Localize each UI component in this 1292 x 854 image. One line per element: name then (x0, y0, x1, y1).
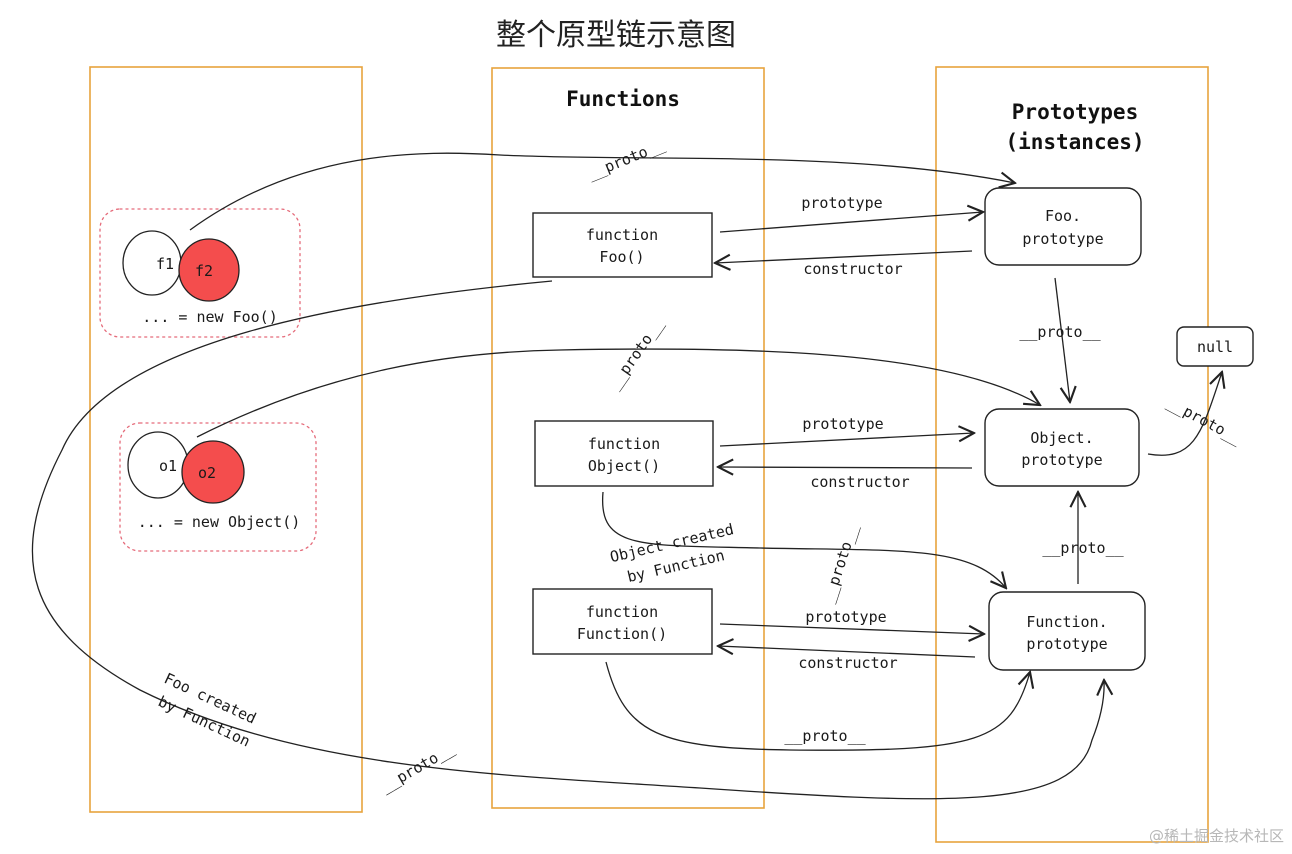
foo-prototype-proto-arrow (1054, 277, 1070, 402)
instances-column (89, 66, 363, 813)
function-object-line2: Object() (588, 457, 660, 475)
object-instances-group (119, 422, 317, 552)
foo-instances-group (99, 208, 301, 338)
f2-label: f2 (195, 262, 213, 280)
object-function-proto-label: __proto__ (819, 521, 862, 605)
null-box (1176, 326, 1254, 367)
foo-prototype-line2: prototype (1022, 230, 1103, 248)
object-prototype-proto-label: __proto__ (1164, 394, 1245, 449)
functions-column (491, 67, 765, 809)
foo-constructor-label: constructor (803, 260, 902, 278)
foo-prototype-box (984, 187, 1142, 266)
function-prototype-label: prototype (805, 608, 886, 626)
object-prototype-line2: prototype (1021, 451, 1102, 469)
foo-function-proto-label: __proto__ (378, 739, 458, 796)
o2-circle (181, 440, 245, 504)
prototypes-heading-line2: (instances) (1005, 130, 1144, 154)
foo-created-by-function-arrow (31, 280, 1104, 800)
function-function-box (532, 588, 713, 655)
function-object-line1: function (588, 435, 660, 453)
object-created-by-function-arrow (601, 491, 1006, 588)
null-label: null (1197, 338, 1233, 356)
function-prototype-proto-label: __proto__ (1042, 539, 1124, 557)
function-prototype-box (988, 591, 1146, 671)
foo-constructor-arrow (715, 250, 973, 263)
object-constructor-label: constructor (810, 473, 909, 491)
function-constructor-arrow (718, 646, 976, 658)
o1-label: o1 (159, 457, 177, 475)
f2-circle (178, 238, 240, 302)
o-proto-label: __proto__ (605, 315, 667, 393)
f-proto-label: __proto__ (585, 135, 668, 182)
o2-label: o2 (198, 464, 216, 482)
foo-prototype-label: prototype (801, 194, 882, 212)
object-constructor-arrow (718, 467, 973, 468)
object-prototype-arrow (719, 433, 974, 447)
foo-prototype-line1: Foo. (1045, 207, 1081, 225)
function-self-proto-label: __proto__ (784, 727, 866, 745)
watermark: @稀土掘金技术社区 (1148, 827, 1284, 845)
object-prototype-label: prototype (802, 415, 883, 433)
object-prototype-proto-arrow (1147, 372, 1222, 456)
object-new-label: ... = new Object() (138, 513, 301, 531)
function-foo-box (532, 212, 713, 278)
function-prototype-line2: prototype (1026, 635, 1107, 653)
functions-heading: Functions (566, 87, 680, 111)
o-proto-arrow (196, 348, 1040, 438)
foo-new-label: ... = new Foo() (142, 308, 277, 326)
function-constructor-label: constructor (798, 654, 897, 672)
page-title: 整个原型链示意图 (496, 18, 736, 53)
function-self-proto-arrow (605, 661, 1030, 751)
function-prototype-line1: Function. (1026, 613, 1107, 631)
function-object-box (534, 420, 714, 487)
function-function-line1: function (586, 603, 658, 621)
f1-label: f1 (156, 255, 174, 273)
foo-prototype-proto-label: __proto__ (1019, 323, 1101, 341)
f-proto-arrow (189, 152, 1015, 231)
prototypes-column (935, 66, 1209, 843)
function-function-line2: Function() (577, 625, 667, 643)
object-prototype-line1: Object. (1030, 429, 1093, 447)
function-foo-line1: function (586, 226, 658, 244)
foo-prototype-arrow (719, 212, 983, 233)
function-foo-line2: Foo() (599, 248, 644, 266)
prototypes-heading-line1: Prototypes (1012, 100, 1138, 124)
object-prototype-box (984, 408, 1140, 487)
function-prototype-arrow (719, 623, 984, 634)
